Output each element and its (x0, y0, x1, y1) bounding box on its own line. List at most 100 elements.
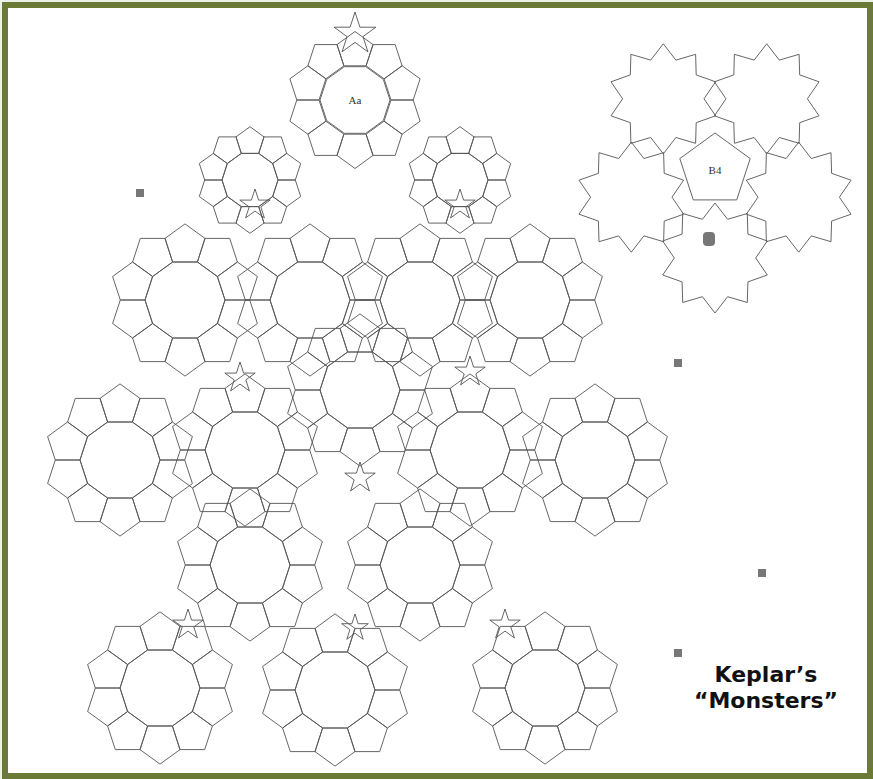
tile-outline (525, 612, 565, 650)
tile-outline (133, 324, 173, 362)
tile-outline (368, 324, 408, 362)
tile-outline (392, 390, 432, 428)
tile-outline (88, 688, 128, 726)
tile-outline (409, 180, 437, 207)
tile-outline (348, 565, 388, 603)
tile-outline (334, 12, 376, 52)
tile-outline (113, 262, 153, 300)
tile-outline (199, 153, 227, 180)
tile-outline (225, 374, 265, 412)
tile-outline (348, 527, 388, 565)
tile-outline (714, 44, 819, 154)
tile-outline (478, 324, 518, 362)
tile-outline (458, 262, 498, 300)
tile-outline (238, 300, 278, 338)
tile-outline (217, 262, 257, 300)
tile-outline (173, 412, 213, 450)
tile-outline (367, 652, 407, 690)
tile-outline (348, 262, 388, 300)
tile-outline (455, 356, 485, 385)
tile-outline (240, 189, 270, 218)
tile-outline (452, 262, 492, 300)
tile-outline (392, 352, 432, 390)
tile-outline (446, 127, 474, 154)
tile-outline (579, 142, 684, 252)
tile-outline (483, 153, 511, 180)
tile-outline (263, 652, 303, 690)
tile-outline (398, 450, 438, 488)
tile-outline (342, 300, 382, 338)
tile-outline (543, 484, 583, 522)
tile-outline (308, 414, 348, 452)
tile-outline (577, 688, 617, 726)
tile-outline (165, 224, 205, 262)
tile-outline (288, 352, 328, 390)
tile-outline (113, 300, 153, 338)
tile-outline (88, 650, 128, 688)
tile-outline (367, 690, 407, 728)
tile-outline (452, 565, 492, 603)
tile-outline (290, 100, 326, 134)
tile-outline (236, 127, 264, 154)
tile-outline (192, 650, 232, 688)
tile-outline (290, 224, 330, 262)
tile-outline (452, 300, 492, 338)
tile-outline (277, 450, 317, 488)
tile-outline (273, 180, 301, 207)
tile-outline (263, 690, 303, 728)
tile-outline (473, 650, 513, 688)
tile-outline (458, 300, 498, 338)
tile-outline (100, 384, 140, 422)
tile-outline (277, 412, 317, 450)
tile-outline (398, 412, 438, 450)
tile-outline (230, 489, 270, 527)
tile-outline (384, 66, 420, 100)
tile-outline (746, 142, 851, 252)
tile-outline (193, 474, 233, 512)
tile-outline (627, 460, 667, 498)
tile-outline (384, 100, 420, 134)
tile-outline (340, 314, 380, 352)
tile-outline (483, 180, 511, 207)
decagon-tile: Aa (319, 64, 391, 136)
tile-outline (342, 614, 369, 639)
tile-outline (173, 450, 213, 488)
tile-outline (48, 422, 88, 460)
tile-outline (273, 153, 301, 180)
tile-outline (490, 609, 520, 638)
slide-caption: Keplar’s “Monsters” (668, 662, 864, 715)
tile-outline (198, 589, 238, 627)
tile-outline (611, 44, 716, 154)
tile-outline (445, 189, 475, 218)
tile-outline (452, 527, 492, 565)
tile-outline (409, 153, 437, 180)
tile-outline (577, 650, 617, 688)
tile-outline (493, 712, 533, 750)
tile-outline (225, 362, 255, 391)
tile-outline (627, 422, 667, 460)
tile-outline (320, 67, 390, 134)
tile-outline (199, 180, 227, 207)
tile-outline (217, 300, 257, 338)
tile-outline (575, 384, 615, 422)
tile-outline (510, 224, 550, 262)
tile-outline (562, 300, 602, 338)
tile-outline (290, 66, 326, 100)
tile-outline (502, 450, 542, 488)
tile-outline (192, 688, 232, 726)
tile-outline (173, 609, 203, 638)
tile-outline (400, 489, 440, 527)
tile-outline (473, 688, 513, 726)
tile-outline (108, 712, 148, 750)
tile-outline (562, 262, 602, 300)
tile-outline (178, 565, 218, 603)
tile-outline (152, 422, 192, 460)
pentagon-tile: B4 (677, 132, 753, 208)
tile-outline (283, 714, 323, 752)
tile-outline (282, 527, 322, 565)
tile-outline (523, 460, 563, 498)
tile-outline (345, 462, 375, 491)
tile-label: B4 (709, 164, 722, 176)
tile-outline (418, 474, 458, 512)
tile-outline (68, 484, 108, 522)
